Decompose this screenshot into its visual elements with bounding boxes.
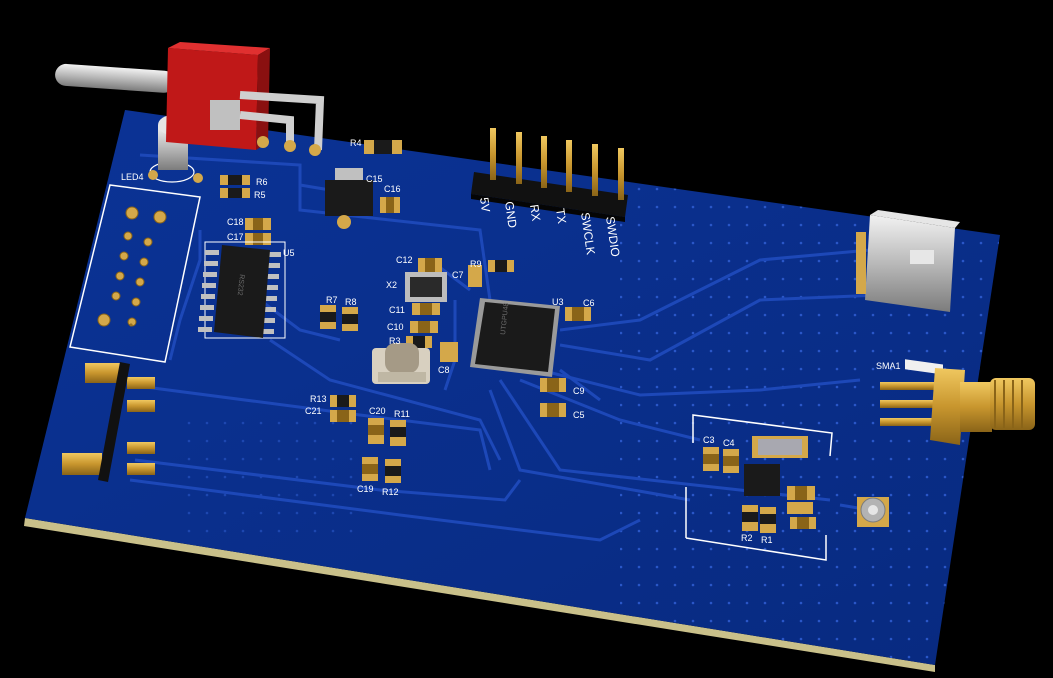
label-c5: C5 [573,410,585,420]
pin-label-rx: RX [527,203,543,221]
label-c20: C20 [369,406,386,416]
label-r1: R1 [761,535,773,545]
u3-marking: UTGPU48 [500,302,510,335]
label-r8: R8 [345,297,357,307]
label-r3: R3 [389,336,401,346]
pin-label-tx: TX [553,207,569,224]
label-r6: R6 [256,177,268,187]
label-c21: C21 [305,406,322,416]
sma-connector [880,368,1035,445]
label-c11: C11 [389,305,405,315]
ufl-connector [857,497,889,527]
pin-label-swclk: SWCLK [578,211,598,255]
label-r12: R12 [382,487,399,497]
label-led4: LED4 [121,172,144,182]
label-x2: X2 [386,280,397,290]
rf-crystal [752,436,808,458]
label-c10: C10 [387,322,404,332]
usb-c-connector [856,210,960,375]
label-r2: R2 [741,533,753,543]
label-r13: R13 [310,394,327,404]
label-c8: C8 [438,365,450,375]
label-c18: C18 [227,217,244,227]
label-c3: C3 [703,435,715,445]
label-r11: R11 [394,409,410,419]
edge-pads [62,362,155,482]
u5-marking: RS232 [236,274,245,296]
u5-chip [198,241,286,339]
label-c9: C9 [573,386,585,396]
label-c17: C17 [227,232,244,242]
passives [220,140,816,533]
pin-label-swdio: SWDIO [603,215,623,257]
label-u5: U5 [283,248,295,258]
header-pin-labels: 5V GND RX TX SWCLK SWDIO [477,196,623,257]
rf-shield-outline [685,414,833,561]
label-r5: R5 [254,190,266,200]
label-r7: R7 [326,295,338,305]
toggle-switch [55,42,325,156]
pin-label-5v: 5V [477,196,493,212]
label-c12: C12 [396,255,413,265]
label-r9: R9 [470,259,482,269]
label-c7: C7 [452,270,464,280]
pin-header [471,128,628,222]
label-u3: U3 [552,297,564,307]
tactile-switch [372,343,430,384]
label-c19: C19 [357,484,374,494]
label-c16: C16 [384,184,401,194]
label-c4: C4 [723,438,735,448]
label-sma1: SMA1 [876,361,901,371]
label-c15: C15 [366,174,383,184]
silkscreen-labels: LED4 R4 R6 R5 C15 C16 C18 C17 U5 R7 R8 C… [121,138,901,545]
pin-label-gnd: GND [502,200,520,229]
rf-chip [744,464,780,496]
label-r4: R4 [350,138,362,148]
board-edge [24,518,935,672]
db9-connector [69,184,201,363]
u3-chip [470,298,560,377]
label-c6: C6 [583,298,595,308]
